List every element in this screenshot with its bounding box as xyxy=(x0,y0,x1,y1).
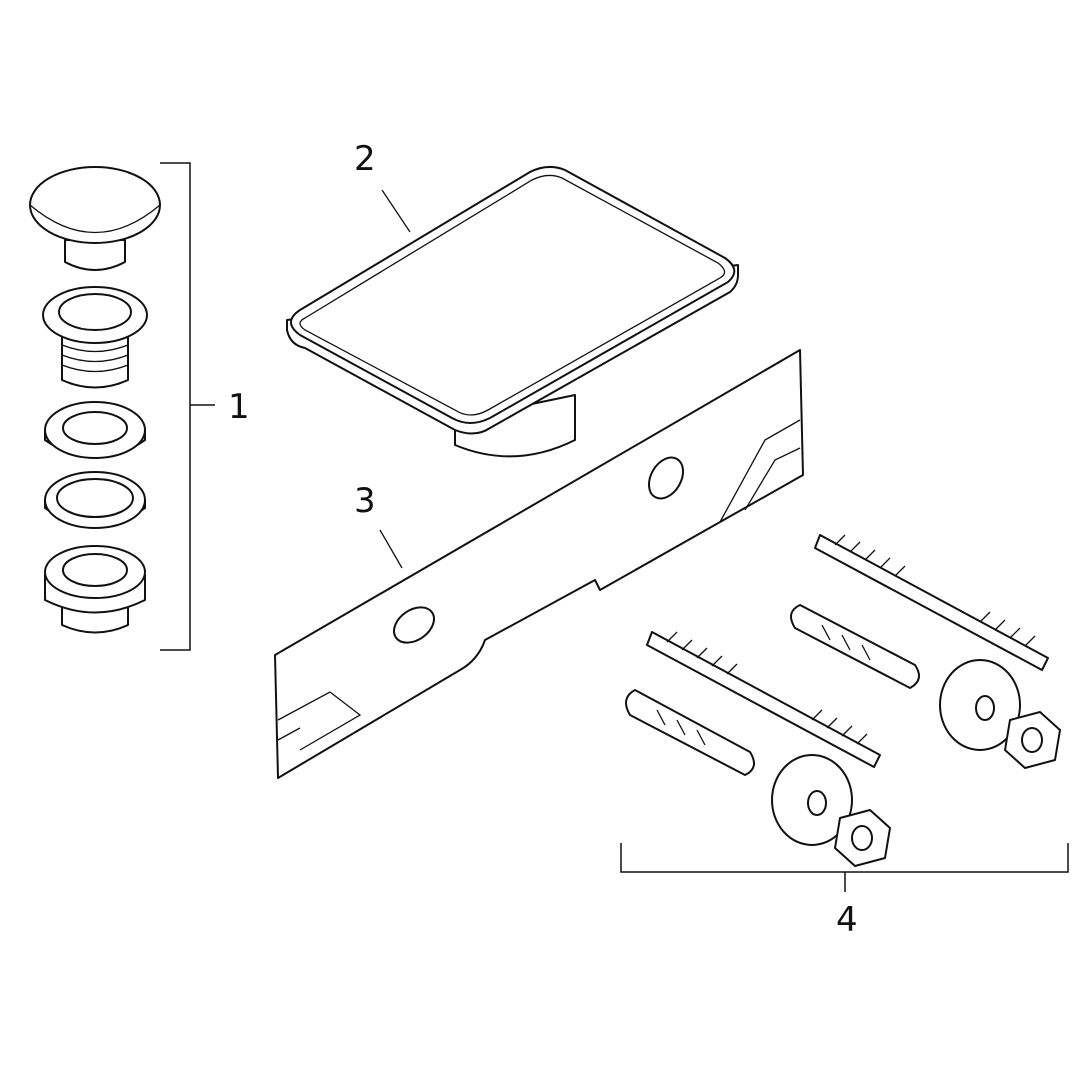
screw-front xyxy=(646,631,881,768)
wall-plug-front xyxy=(625,689,755,776)
callout-bracket-4 xyxy=(620,843,1069,892)
callout-label-1: 1 xyxy=(228,387,250,427)
part-4-fixing-set xyxy=(625,534,1061,867)
wall-plug-back xyxy=(790,604,920,689)
screw-back xyxy=(814,534,1049,671)
lock-nut xyxy=(44,545,146,634)
washer-back xyxy=(939,659,1021,751)
callout-label-4: 4 xyxy=(836,900,858,940)
part-3-mounting-bracket xyxy=(274,349,804,779)
drain-cap xyxy=(29,166,161,271)
o-ring-seal xyxy=(44,471,146,529)
washer-front xyxy=(771,754,853,846)
flat-washer xyxy=(44,401,146,459)
callout-label-2: 2 xyxy=(354,139,376,179)
part-1-drain-assembly xyxy=(29,166,161,634)
drain-body-threaded xyxy=(42,286,148,389)
callout-label-3: 3 xyxy=(354,481,376,521)
part-2-shelf-plate xyxy=(286,166,739,458)
hex-nut-front xyxy=(834,809,891,867)
hex-nut-back xyxy=(1004,711,1061,769)
callout-bracket-1 xyxy=(160,162,215,651)
